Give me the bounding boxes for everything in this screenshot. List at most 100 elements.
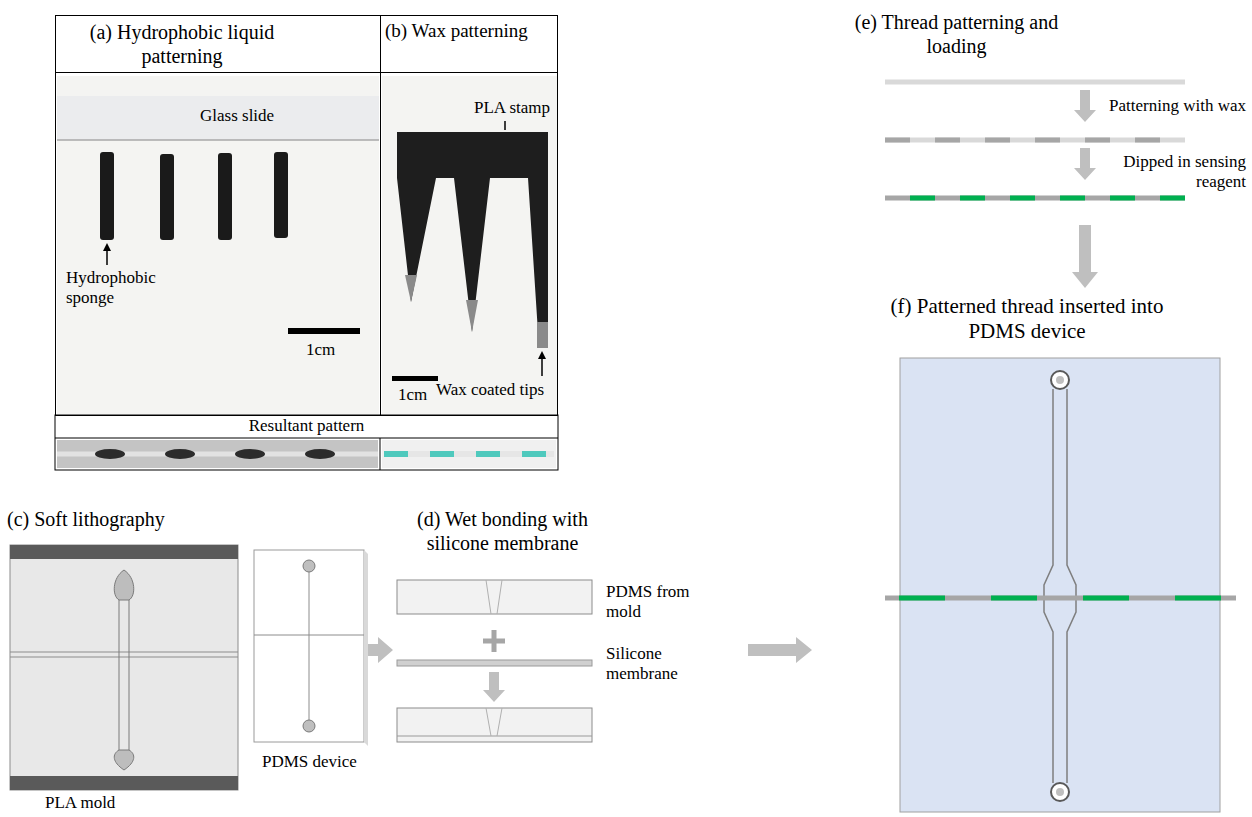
- mold-reservoir: [114, 750, 133, 770]
- mold-channel: [10, 657, 238, 658]
- loaded-thread: [885, 196, 1185, 201]
- panel-header: (d) Wet bonding with silicone membrane: [393, 505, 748, 557]
- device-port: [1051, 371, 1069, 389]
- reagent-segments: [885, 596, 1236, 601]
- table-rule: [55, 438, 558, 439]
- row-label: Resultant pattern: [55, 416, 558, 436]
- leader-head: [103, 243, 111, 251]
- result-photo: [57, 440, 378, 468]
- scale-bar: [392, 376, 438, 381]
- glass-slide: [57, 96, 379, 140]
- photo-ground: [57, 76, 379, 414]
- plus-sign: [483, 630, 505, 652]
- panel-header: (b) Wax patterning: [381, 16, 557, 73]
- bonded-slab: [397, 708, 592, 742]
- mold-band: [10, 545, 238, 559]
- scale-label: 1cm: [306, 340, 335, 360]
- reagent-segments: [885, 196, 1185, 201]
- sponge-bar: [100, 152, 114, 240]
- panel-heading: (c) Soft lithography: [7, 507, 237, 531]
- process-panel: (e) Thread patterning and loading: [850, 8, 1246, 225]
- pdms-slab: [397, 580, 592, 614]
- panel-header: (f) Patterned thread inserted into PDMS …: [812, 288, 1246, 348]
- hydrophobic-mark: [305, 449, 335, 459]
- loaded-thread: [885, 596, 1236, 601]
- wax-segments: [885, 138, 1185, 143]
- sponge-bar: [274, 152, 288, 238]
- panel-d-art: [397, 580, 592, 742]
- part-label: Silicone membrane: [606, 644, 706, 685]
- device-channel: [254, 635, 364, 636]
- scale-bar: [288, 328, 360, 334]
- pla-mold: [10, 545, 238, 790]
- mold-reservoir: [114, 570, 133, 600]
- table-rule: [380, 438, 381, 470]
- device-port: [303, 560, 315, 572]
- step-label: Dipped in sensing reagent: [1106, 152, 1246, 193]
- panel-header: (e) Thread patterning and loading: [850, 8, 1246, 60]
- hydrophobic-mark: [165, 449, 195, 459]
- thread-dye: [384, 451, 554, 457]
- panel-a-photo: [57, 76, 379, 414]
- step-arrow: [1074, 90, 1096, 122]
- part-label: PLA mold: [45, 793, 115, 813]
- part-label: Wax coated tips: [436, 380, 544, 400]
- pla-stamp: [397, 132, 548, 348]
- part-label: PDMS from mold: [606, 582, 716, 623]
- sponge-bar: [160, 154, 174, 240]
- panel-header: (a) Hydrophobic liquid patterning: [56, 16, 380, 73]
- process-panel: (f) Patterned thread inserted into PDMS …: [812, 288, 1246, 815]
- leader-head: [538, 351, 546, 359]
- panel-heading: (a) Hydrophobic liquid patterning: [62, 20, 302, 68]
- mold-band: [10, 776, 238, 790]
- device-channel: [309, 572, 310, 720]
- slide-edge: [57, 139, 379, 141]
- mold-channel: [119, 598, 129, 752]
- photo-ground: [382, 76, 557, 414]
- wax-tip: [537, 322, 548, 348]
- wax-tip: [466, 300, 478, 332]
- result-photo: [382, 440, 556, 468]
- step-arrow: [483, 672, 505, 702]
- pdms-device: [254, 550, 364, 742]
- hydrophobic-mark: [95, 449, 125, 459]
- device-side: [364, 550, 368, 746]
- panel-heading: (b) Wax patterning: [385, 20, 555, 43]
- connectors: [368, 225, 1098, 663]
- leader-line: [541, 358, 543, 376]
- part-label: PDMS device: [262, 752, 357, 772]
- slab-channel: [486, 708, 502, 736]
- step-label: Patterning with wax: [1106, 96, 1246, 116]
- part-label: Hydrophobic sponge: [66, 268, 166, 309]
- panel-b-photo: [382, 76, 557, 414]
- mold-channel: [10, 652, 238, 653]
- panel-heading: (f) Patterned thread inserted into PDMS …: [882, 294, 1172, 344]
- pdms-device: [900, 358, 1220, 812]
- leader-line: [504, 121, 506, 130]
- device-port: [303, 720, 315, 732]
- part-label: PLA stamp: [474, 98, 550, 118]
- panel-c-art: [10, 545, 368, 790]
- device-port: [1056, 788, 1064, 796]
- process-panel: (d) Wet bonding with silicone membrane: [393, 505, 748, 760]
- thread: [384, 451, 554, 457]
- sponge-bar: [218, 153, 232, 240]
- panel-heading: (d) Wet bonding with silicone membrane: [395, 507, 610, 555]
- scale-label: 1cm: [398, 385, 427, 405]
- device-channel: [1044, 389, 1076, 783]
- table-cell: (b) Wax patterning: [380, 15, 558, 416]
- process-arrow: [368, 637, 393, 663]
- result-row: [55, 415, 558, 470]
- table-border: [55, 415, 558, 470]
- plain-thread: [885, 80, 1185, 85]
- panel-header: (c) Soft lithography: [3, 505, 368, 533]
- device-port: [1056, 376, 1064, 384]
- process-arrow: [748, 637, 812, 663]
- device-port: [1051, 783, 1069, 801]
- silicone-membrane: [397, 660, 592, 666]
- panel-f-art: [885, 358, 1236, 812]
- patterned-thread: [885, 138, 1185, 143]
